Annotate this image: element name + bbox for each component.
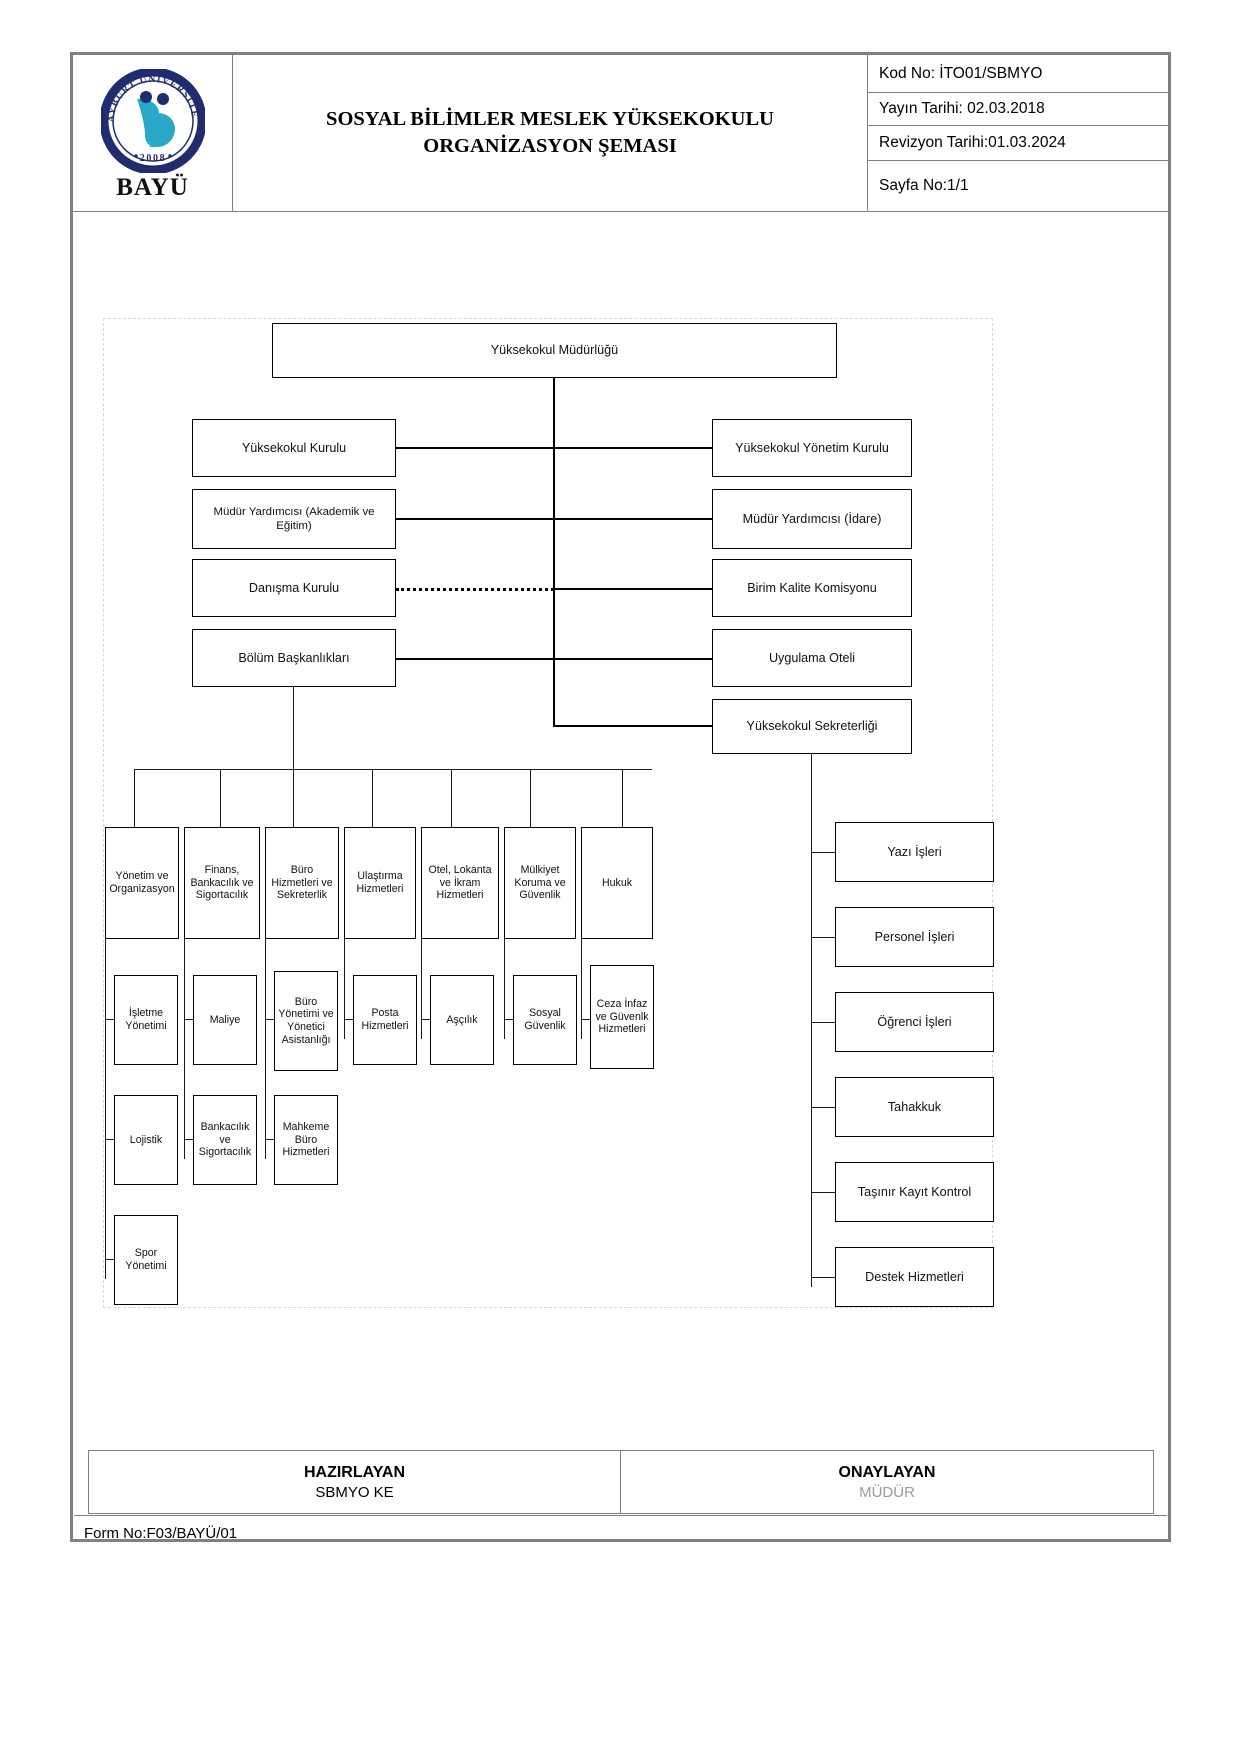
node-program-4-0: Aşçılık [430,975,494,1065]
connector-bolum-baskanliklari [396,658,554,660]
signature-table: HAZIRLAYAN SBMYO KE ONAYLAYAN MÜDÜR [88,1450,1154,1514]
node-secretariat-0: Yazı İşleri [835,822,994,882]
secretariat-elbow-1 [811,937,835,938]
meta-yayin-tarihi: Yayın Tarihi: 02.03.2018 [868,93,1168,126]
node-program-1-1: Bankacılık ve Sigortacılık [193,1095,257,1185]
node-secretariat-2: Öğrenci İşleri [835,992,994,1052]
program-elbow-0-1 [105,1139,114,1140]
program-elbow-3-0 [344,1019,353,1020]
connector-yuksekokul-yonetim-kurulu [553,447,712,449]
secretariat-elbow-2 [811,1022,835,1023]
dept-drop-3 [372,769,373,828]
connector-uygulama-oteli [553,658,712,660]
node-mudur-yardimcisi-akademik: Müdür Yardımcısı (Akademik ve Eğitim) [192,489,396,549]
node-program-0-2: Spor Yönetimi [114,1215,178,1305]
secretariat-elbow-4 [811,1192,835,1193]
connector-mudur-yardimcisi-idare [553,518,712,520]
dept-drop-5 [530,769,531,828]
node-secretariat-5: Destek Hizmetleri [835,1247,994,1307]
node-uygulama-oteli: Uygulama Oteli [712,629,912,687]
node-department-1: Finans, Bankacılık ve Sigortacılık [184,827,260,939]
program-elbow-0-0 [105,1019,114,1020]
title-cell: SOSYAL BİLİMLER MESLEK YÜKSEKOKULU ORGAN… [233,55,868,211]
secretariat-elbow-3 [811,1107,835,1108]
connector-mudur-yardimcisi-akademik [396,518,554,520]
node-department-2: Büro Hizmetleri ve Sekreterlik [265,827,339,939]
node-department-3: Ulaştırma Hizmetleri [344,827,416,939]
connector-danisma-kurulu-dotted [396,588,554,591]
hazirlayan-cell: HAZIRLAYAN SBMYO KE [89,1451,621,1513]
logo-abbreviation: BAYÜ [116,173,189,201]
node-mudur-yardimcisi-idare: Müdür Yardımcısı (İdare) [712,489,912,549]
node-bolum-baskanliklari: Bölüm Başkanlıkları [192,629,396,687]
dept-drop-1 [220,769,221,828]
program-spine-2 [265,939,266,1159]
dept-drop-4 [451,769,452,828]
organization-chart: Yüksekokul Müdürlüğü Yüksekokul Kurulu M… [103,318,994,1308]
program-elbow-0-2 [105,1259,114,1260]
trunk-vertical [553,378,555,726]
dept-bus-horizontal [134,769,652,770]
node-danisma-kurulu: Danışma Kurulu [192,559,396,617]
connector-birim-kalite-komisyonu [553,588,712,590]
meta-revizyon-tarihi: Revizyon Tarihi:01.03.2024 [868,126,1168,161]
node-program-2-1: Mahkeme Büro Hizmetleri [274,1095,338,1185]
document-title: SOSYAL BİLİMLER MESLEK YÜKSEKOKULU ORGAN… [326,107,774,157]
node-department-6: Hukuk [581,827,653,939]
node-secretariat-1: Personel İşleri [835,907,994,967]
node-birim-kalite-komisyonu: Birim Kalite Komisyonu [712,559,912,617]
program-elbow-2-1 [265,1139,274,1140]
node-secretariat-3: Tahakkuk [835,1077,994,1137]
hazirlayan-label: HAZIRLAYAN [303,1463,406,1481]
program-spine-3 [344,939,345,1039]
bayburt-university-logo-icon: 2008 BAYBURT ÜNİVERSİTESİ [97,60,206,174]
program-spine-0 [105,939,106,1279]
program-elbow-1-1 [184,1139,193,1140]
node-department-5: Mülkiyet Koruma ve Güvenlik [504,827,576,939]
onaylayan-value: MÜDÜR [859,1483,915,1501]
secretariat-spine [811,754,812,1287]
node-department-4: Otel, Lokanta ve İkram Hizmetleri [421,827,499,939]
node-yuksekokul-mudurlugu: Yüksekokul Müdürlüğü [272,323,837,378]
svg-text:2008: 2008 [139,153,165,164]
logo-cell: 2008 BAYBURT ÜNİVERSİTESİ BAYÜ [73,55,233,211]
program-elbow-1-0 [184,1019,193,1020]
node-yuksekokul-sekreterligi: Yüksekokul Sekreterliği [712,699,912,754]
node-program-1-0: Maliye [193,975,257,1065]
node-program-6-0: Ceza İnfaz ve Güvenlk Hizmetleri [590,965,654,1069]
node-program-0-1: Lojistik [114,1095,178,1185]
program-elbow-6-0 [581,1019,590,1020]
program-elbow-4-0 [421,1019,430,1020]
dept-drop-0 [134,769,135,828]
program-spine-5 [504,939,505,1039]
node-program-5-0: Sosyal Güvenlik [513,975,577,1065]
onaylayan-cell: ONAYLAYAN MÜDÜR [621,1451,1153,1513]
dept-drop-from-bolum [293,687,294,770]
metadata-cell: Kod No: İTO01/SBMYO Yayın Tarihi: 02.03.… [868,55,1168,211]
form-number: Form No:F03/BAYÜ/01 [74,1515,1167,1551]
meta-sayfa-no: Sayfa No:1/1 [879,177,969,194]
connector-yuksekokul-sekreterligi [553,725,712,727]
secretariat-elbow-5 [811,1277,835,1278]
dept-drop-6 [622,769,623,828]
meta-kod-no: Kod No: İTO01/SBMYO [868,55,1168,93]
program-spine-1 [184,939,185,1159]
program-elbow-5-0 [504,1019,513,1020]
hazirlayan-value: SBMYO KE [315,1483,394,1501]
node-yuksekokul-kurulu: Yüksekokul Kurulu [192,419,396,477]
onaylayan-label: ONAYLAYAN [838,1463,936,1481]
node-program-2-0: Büro Yönetimi ve Yönetici Asistanlığı [274,971,338,1071]
node-department-0: Yönetim ve Organizasyon [105,827,179,939]
program-spine-4 [421,939,422,1039]
node-yuksekokul-yonetim-kurulu: Yüksekokul Yönetim Kurulu [712,419,912,477]
connector-yuksekokul-kurulu [396,447,554,449]
node-program-0-0: İşletme Yönetimi [114,975,178,1065]
secretariat-elbow-0 [811,852,835,853]
node-program-3-0: Posta Hizmetleri [353,975,417,1065]
dept-drop-2 [293,769,294,828]
program-elbow-2-0 [265,1019,274,1020]
program-spine-6 [581,939,582,1039]
document-header: 2008 BAYBURT ÜNİVERSİTESİ BAYÜ SOSYAL Bİ… [73,55,1168,212]
node-secretariat-4: Taşınır Kayıt Kontrol [835,1162,994,1222]
